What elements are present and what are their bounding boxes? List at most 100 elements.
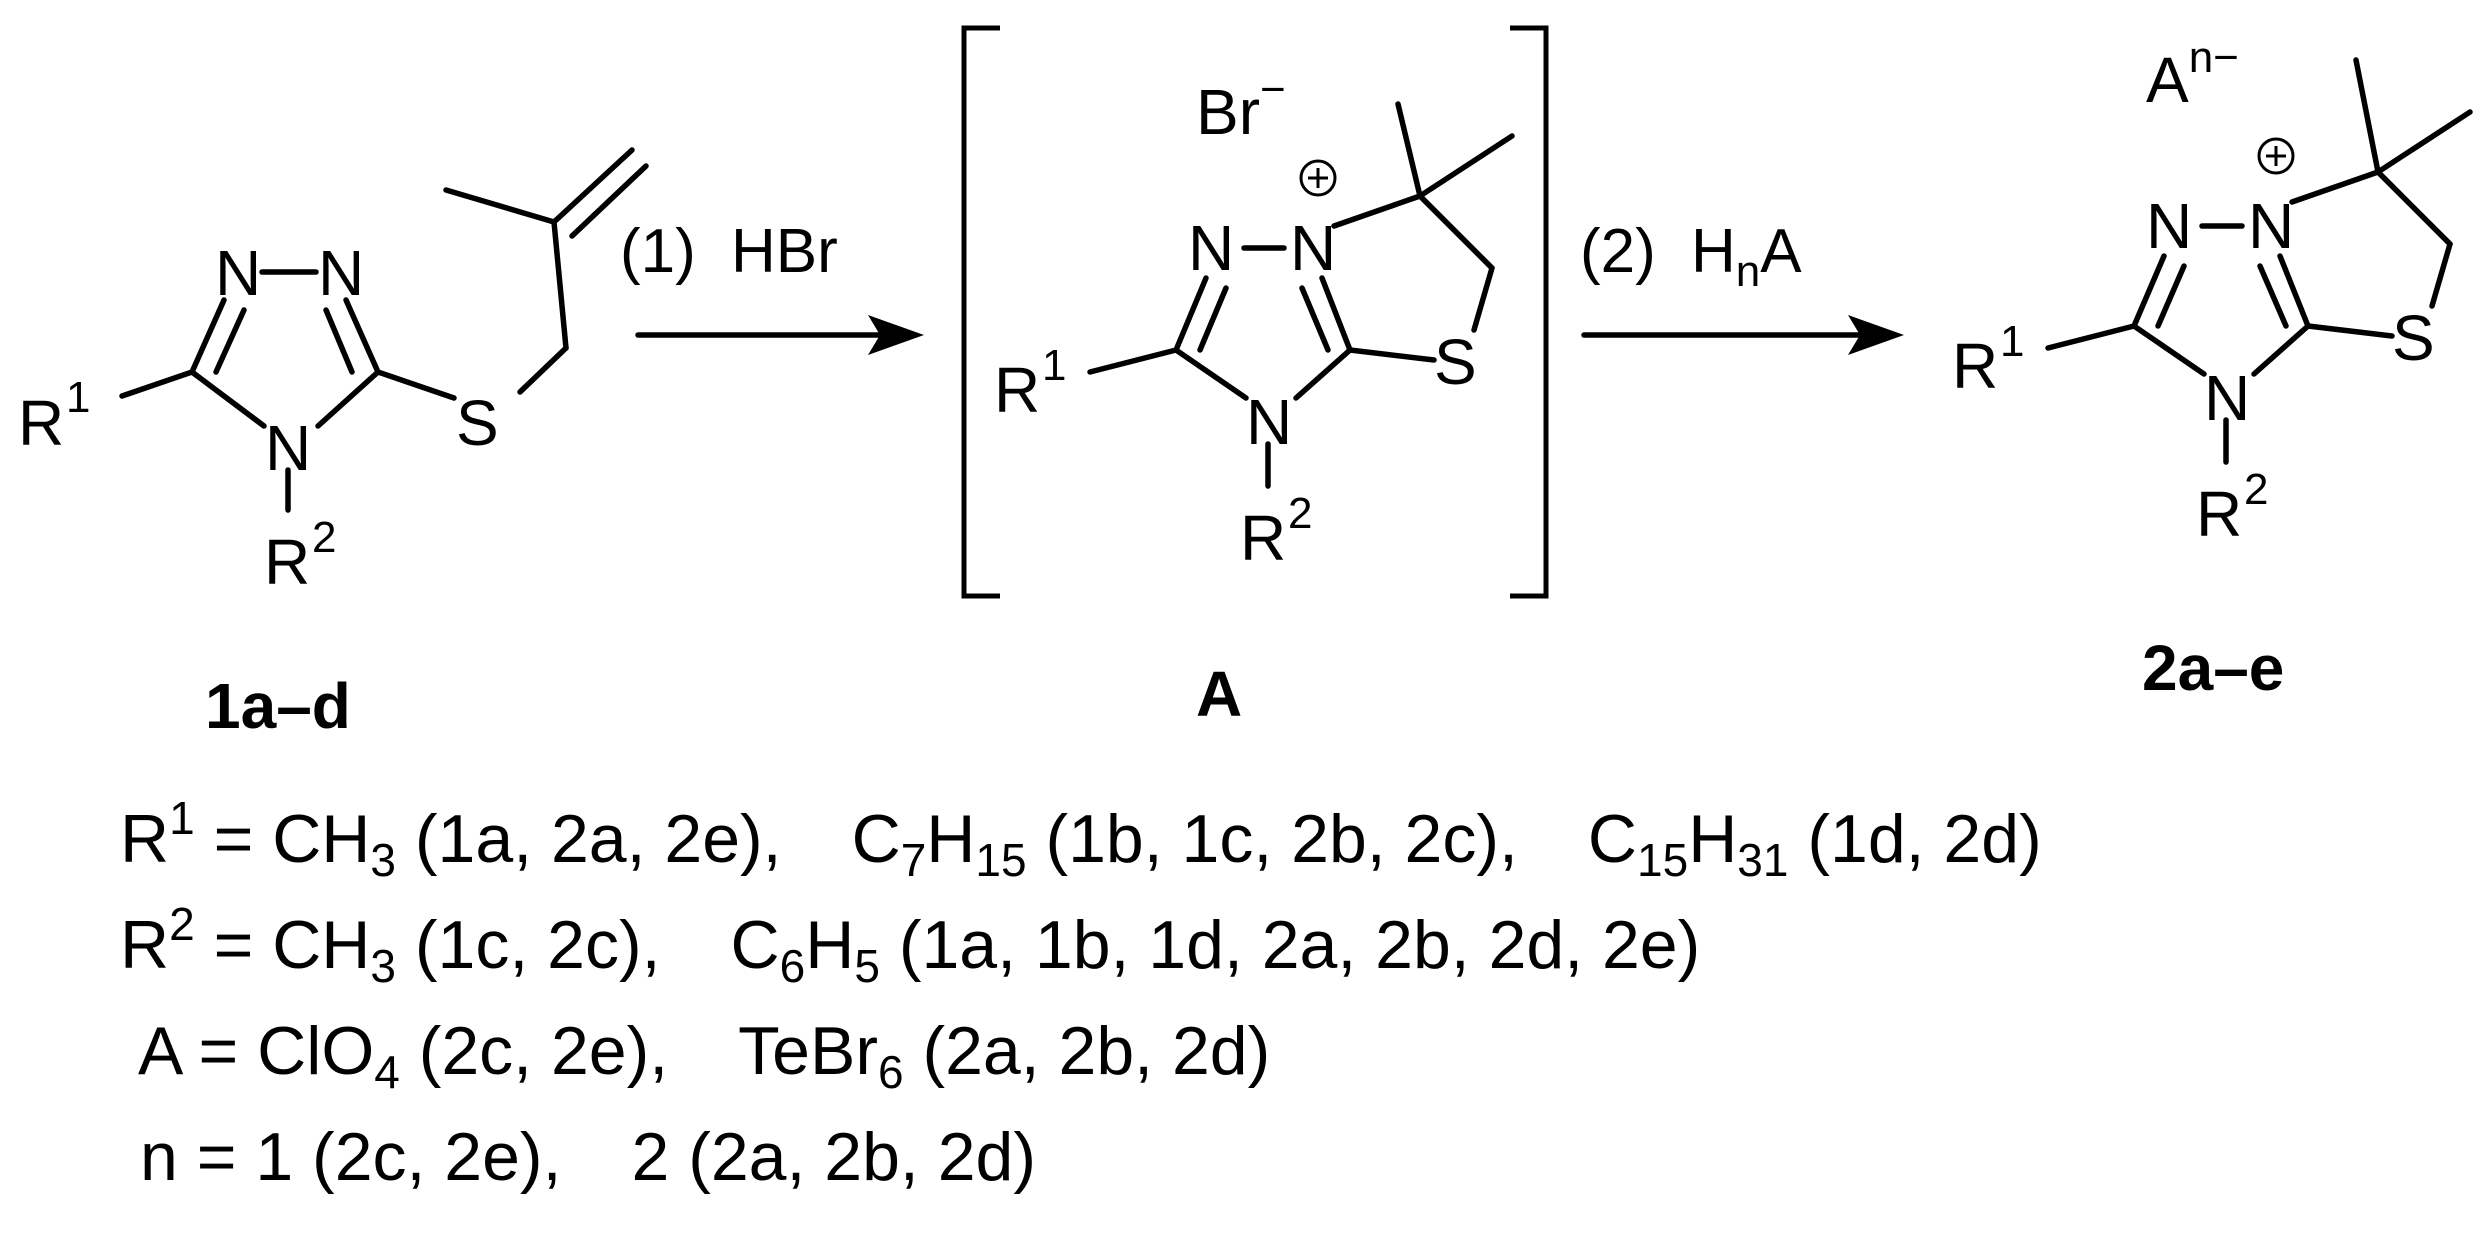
bond-c5-n4 [189,369,267,429]
counterion-a-charge: n− [2189,33,2239,82]
legend-compound-refs: (2a, 2b, 2d) [669,1119,1036,1195]
bond-n1-c5-double [213,307,247,375]
formula-subscript: 6 [877,1046,904,1098]
bond-n-c [2131,253,2167,329]
formula-subscript: 6 [779,940,806,992]
bond-c3-n4 [315,369,381,429]
bond-n-c-double [2155,263,2187,329]
bond-c-r1 [2045,323,2137,351]
legend-compound-refs: (2c, 2e), [293,1119,562,1195]
atom-n4: N [265,412,311,484]
step-2-reagent-a: A [1760,217,1802,286]
legend-equals: = [177,1119,256,1195]
counterion-br-symbol: Br [1196,76,1260,148]
atom-r2: R [2196,478,2242,550]
legend-label: n [140,1119,178,1195]
legend-entry: C6H5 (1a, 1b, 1d, 2a, 2b, 2d, 2e) [730,907,1701,989]
bond-n2-c3-double [323,307,355,375]
bond-n-c-double [1197,285,1229,353]
bond-c-methyl [443,187,557,225]
step-2-number: (2) [1580,217,1656,286]
substituent-r1: R 1 [994,341,1066,426]
legend-line-1: R1 = CH3 (1a, 2a, 2e),C7H15 (1b, 1c, 2b,… [120,795,2042,883]
formula-subscript: 15 [975,834,1027,886]
substituent-r1: R 1 [18,373,90,459]
formula-text: 2 [631,1119,670,1195]
bond-c-r1 [1087,347,1179,375]
legend-label: R [120,801,170,877]
bond-c-n4 [1173,347,1249,401]
step-1-number: (1) [620,217,696,286]
formula-text: H [805,907,855,983]
legend-entry: C15H31 (1d, 2d) [1587,801,2042,883]
structure-2a-e: An− N N N S R 1 R 2 [1952,33,2473,550]
formula-subscript: 3 [370,940,397,992]
bond-c-ch2-double-b [569,163,649,239]
formula-subscript: 7 [900,834,927,886]
legend-compound-refs: (1d, 2d) [1788,801,2042,877]
legend-line-4: n = 1 (2c, 2e), 2 (2a, 2b, 2d) [140,1118,1036,1196]
step-2-reagent-n: n [1736,247,1760,296]
bond-cq-me2 [2375,109,2473,175]
legend-entry: CH3 (1c, 2c), [272,907,661,989]
legend-entry: C7H15 (1b, 1c, 2b, 2c), [852,801,1518,883]
bond-s-ch2 [1471,265,1495,333]
formula-subscript: 5 [854,940,880,992]
legend-label: R [120,907,170,983]
atom-n2-cationic: N [1290,212,1336,284]
substituent-r2: R 2 [2196,465,2268,550]
formula-subscript: 3 [370,834,397,886]
step-2-label: (2) HnA [1580,217,1802,296]
legend-entry: 1 (2c, 2e), [255,1119,561,1195]
bond-ch2-c [551,219,569,351]
bond-cq-n [1331,193,1423,229]
counterion-a: An− [2146,33,2239,116]
bond-c-s [1347,347,1437,363]
legend-compound-refs: (1c, 2c), [396,907,661,983]
bond-s-ch2 [2429,241,2453,309]
formula-text: 1 [255,1119,294,1195]
arrow-2-head [1848,315,1904,355]
formula-text: H [926,801,976,877]
atom-s: S [1434,326,1477,398]
reaction-arrow-1: (1) HBr [620,217,924,355]
bond-n-cs [2277,253,2311,329]
atom-r2: R [1240,502,1286,574]
atom-r2-index: 2 [1288,489,1312,538]
bond-c3-s [375,369,457,401]
atom-n2: N [318,237,364,309]
bond-cs-n4 [2251,323,2311,377]
arrow-1-head [868,315,924,355]
formula-text: H [1688,801,1738,877]
legend-entry: TeBr6 (2a, 2b, 2d) [738,1013,1270,1095]
compound-label-intermediate: A [1196,658,1242,730]
counterion-a-symbol: A [2146,44,2189,116]
formula-text: ClO [257,1013,375,1089]
atom-s: S [456,387,499,459]
substituent-r2: R 2 [264,513,336,598]
compound-label-product: 2a–e [2142,632,2284,704]
bond-c5-r1 [119,369,195,399]
bond-c-n4 [2131,323,2207,377]
formula-text: C [1587,801,1638,877]
bond-n1-c5 [189,297,227,375]
formula-text: TeBr [738,1013,878,1089]
atom-n4: N [2204,362,2250,434]
atom-r2: R [264,526,310,598]
atom-r1: R [994,354,1040,426]
counterion-br-charge: − [1260,65,1286,114]
substituent-r1: R 1 [1952,317,2024,402]
bond-c-ch2-double-a [551,147,635,225]
compound-label-start: 1a–d [205,670,351,742]
legend-line-2: R2 = CH3 (1c, 2c),C6H5 (1a, 1b, 1d, 2a, … [120,901,1701,989]
atom-n1: N [2146,190,2192,262]
formula-text: C [730,907,780,983]
formula-text: CH [272,801,371,877]
legend-line-3: A = ClO4 (2c, 2e),TeBr6 (2a, 2b, 2d) [138,1012,1270,1095]
formula-text: CH [272,907,371,983]
atom-n1: N [215,237,261,309]
atom-r1: R [18,387,64,459]
counterion-br: Br− [1196,65,1286,148]
legend-entry: 2 (2a, 2b, 2d) [631,1119,1036,1195]
